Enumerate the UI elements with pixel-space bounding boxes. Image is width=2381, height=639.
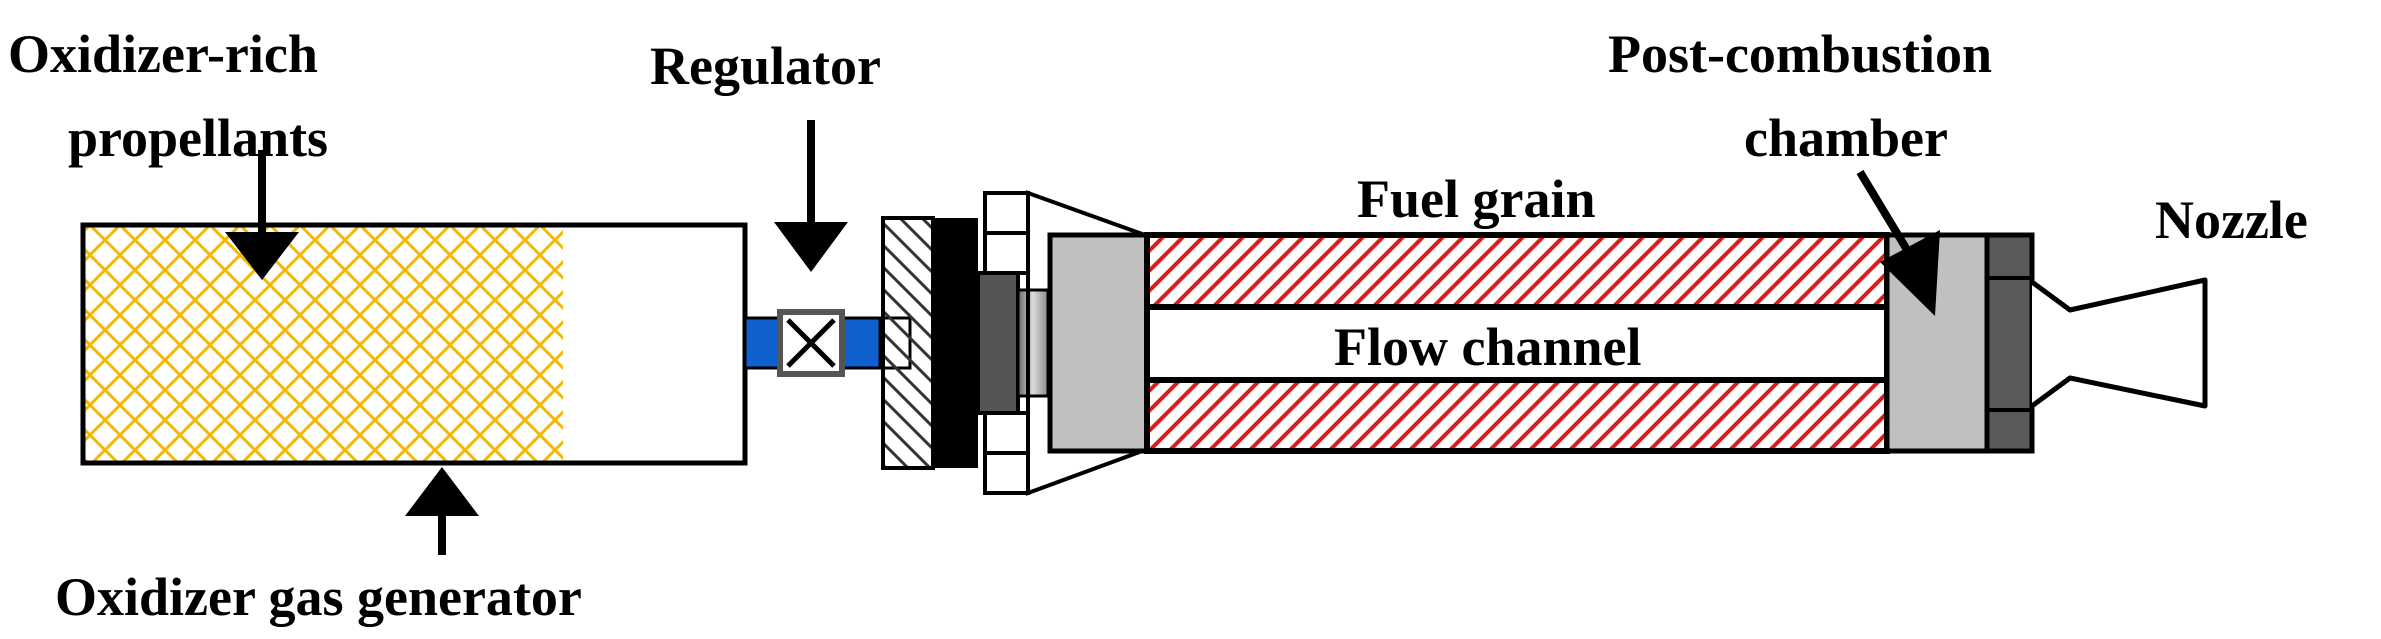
combustion-chamber <box>1047 232 2035 454</box>
gas-generator <box>80 222 748 466</box>
propellant-fill <box>83 225 563 463</box>
label-nozzle: Nozzle <box>2155 190 2308 250</box>
label-flow-channel: Flow channel <box>1334 317 1642 377</box>
label-gas-generator: Oxidizer gas generator <box>55 567 582 627</box>
label-regulator: Regulator <box>650 36 881 96</box>
label-post-combustion-line1: Post-combustion <box>1608 24 1992 84</box>
label-propellants-line2: propellants <box>68 108 328 168</box>
fuel-grain-top <box>1147 235 1887 307</box>
arrow-regulator <box>774 120 848 272</box>
arrow-propellants <box>225 150 299 280</box>
injector-body <box>976 271 1020 415</box>
arrow-gas-generator <box>405 467 479 555</box>
pipe-left <box>743 316 782 370</box>
injector-plate <box>881 216 935 470</box>
label-propellants-line1: Oxidizer-rich <box>8 24 318 84</box>
valve-cross-2 <box>786 318 836 368</box>
pipe-right <box>840 316 882 370</box>
injector <box>881 190 1147 496</box>
injector-nozzle <box>1016 288 1050 398</box>
arrow-post-combustion <box>1856 169 1940 316</box>
label-post-combustion-line2: chamber <box>1744 108 1948 168</box>
flange-bolt-bottom2 <box>983 451 1030 495</box>
injector-flange <box>933 218 978 468</box>
flange-bolt-top2 <box>983 231 1030 275</box>
nozzle <box>2030 277 2208 409</box>
flange-bolt-top <box>983 191 1030 235</box>
flange-bolt-bottom <box>983 411 1030 455</box>
label-fuel-grain: Fuel grain <box>1357 169 1596 229</box>
arrows <box>225 120 1940 555</box>
nozzle-flange <box>1984 232 2035 454</box>
pre-chamber <box>1047 232 1150 454</box>
fuel-grain-bottom <box>1147 380 1887 451</box>
